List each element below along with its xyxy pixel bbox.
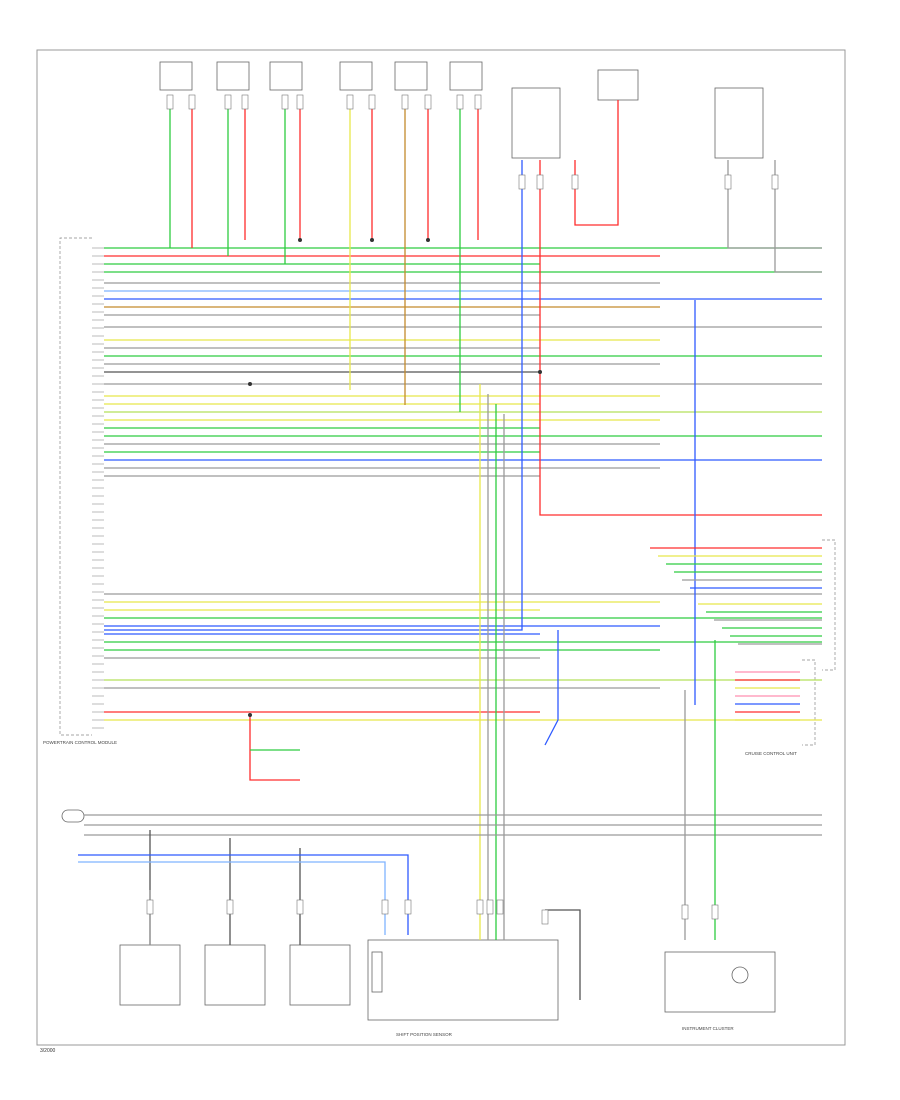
wire-connector: [368, 94, 376, 110]
wire-connector: [146, 899, 154, 915]
tcu-outline: [802, 659, 816, 746]
wire-connector: [456, 94, 464, 110]
injector-1: [159, 61, 193, 91]
splice-point: [538, 370, 542, 374]
label-cruise-control-unit: CRUISE CONTROL UNIT: [745, 751, 797, 756]
label-instrument-cluster: INSTRUMENT CLUSTER: [682, 1026, 734, 1031]
wire-connector: [224, 94, 232, 110]
shift-position-sensor: [367, 939, 559, 1021]
injector-5: [394, 61, 428, 91]
splice-point: [248, 713, 252, 717]
injector-2: [216, 61, 250, 91]
instrument-cluster-box: [664, 951, 776, 1013]
wire-connector: [771, 174, 779, 190]
bottom-components: [61, 809, 776, 1021]
splice-point: [370, 238, 374, 242]
relay-wire: [774, 160, 822, 273]
splice-point: [298, 238, 302, 242]
wire-connector: [711, 904, 719, 920]
wire-connector: [166, 94, 174, 110]
fuse-connector: [61, 809, 85, 823]
right-module-outline: [822, 539, 836, 671]
control-module-outline: [59, 237, 92, 736]
speed-sensor-1: [119, 944, 181, 1006]
relay-wire: [574, 100, 619, 226]
wire-connector: [486, 899, 494, 915]
speed-sensor-3: [289, 944, 351, 1006]
injector-6: [449, 61, 483, 91]
wire-connector: [381, 899, 389, 915]
wire-connector: [296, 899, 304, 915]
wire-connector: [346, 94, 354, 110]
relay-wire: [539, 160, 822, 516]
speedometer-gauge: [731, 966, 749, 984]
wire-connector: [296, 94, 304, 110]
wire-connector: [474, 94, 482, 110]
wire-group: [78, 95, 822, 1000]
wire-connector: [681, 904, 689, 920]
wire-connector: [571, 174, 579, 190]
relay-wire: [104, 160, 523, 631]
label-control-module: POWERTRAIN CONTROL MODULE: [43, 740, 117, 745]
lower-wire: [545, 909, 581, 1000]
relay-2: [597, 69, 639, 101]
wire-connector: [476, 899, 484, 915]
wire-connector: [536, 174, 544, 190]
connector-group: [92, 94, 779, 925]
wire-connector: [281, 94, 289, 110]
wire-connector: [424, 94, 432, 110]
wire-connector: [188, 94, 196, 110]
injector-row: [159, 61, 764, 159]
diagram-frame: [36, 49, 846, 1046]
wire-connector: [241, 94, 249, 110]
speed-sensor-2: [204, 944, 266, 1006]
wire-connector: [404, 899, 412, 915]
lower-wire: [78, 854, 409, 935]
page-marker: 3/2000: [40, 1048, 56, 1054]
wire-connector: [401, 94, 409, 110]
trunk-wire: [544, 630, 559, 746]
relay-1: [511, 87, 561, 159]
injector-4: [339, 61, 373, 91]
wire-connector: [541, 909, 549, 925]
lower-wire: [249, 715, 300, 781]
wire-connector: [496, 899, 504, 915]
wire-connector: [724, 174, 732, 190]
lower-wire: [78, 861, 386, 935]
splice-point: [248, 382, 252, 386]
range-switch-element: [371, 951, 383, 993]
relay-3: [714, 87, 764, 159]
injector-3: [269, 61, 303, 91]
label-shift-position-sensor: SHIFT POSITION SENSOR: [396, 1032, 453, 1037]
relay-wire: [727, 160, 822, 249]
splice-point: [426, 238, 430, 242]
wire-connector: [226, 899, 234, 915]
wire-connector: [518, 174, 526, 190]
